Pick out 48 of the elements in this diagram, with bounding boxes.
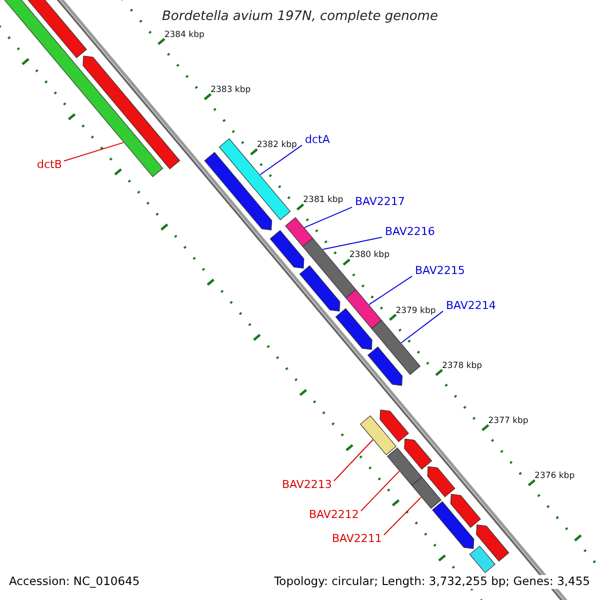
leader-line xyxy=(360,470,400,512)
gene-bar xyxy=(270,230,304,269)
gene-label: BAV2214 xyxy=(446,299,496,312)
gene-bar xyxy=(386,448,422,486)
gene-bar xyxy=(380,410,409,442)
gene-label: BAV2215 xyxy=(415,264,465,278)
gene-bar xyxy=(285,217,314,248)
leader-line xyxy=(260,144,302,176)
diagram-title: Bordetella avium 197N, complete genome xyxy=(161,9,439,25)
gene-bar xyxy=(404,438,432,470)
gene-label: BAV2211 xyxy=(332,532,382,546)
leader-line xyxy=(383,496,422,536)
leader-line xyxy=(322,236,382,250)
scale-tick-label: 2382 kbp xyxy=(256,140,297,150)
gene-bar xyxy=(360,415,396,456)
gene-bar xyxy=(367,346,403,386)
gene-bar xyxy=(345,289,382,329)
gene-label: BAV2217 xyxy=(355,195,405,208)
scale-tick-label: 2378 kbp xyxy=(442,360,482,371)
scale-tick-label: 2379 kbp xyxy=(396,306,436,316)
gene-bar xyxy=(411,476,442,509)
gene-bar xyxy=(371,320,421,375)
gene-bar xyxy=(82,56,180,170)
gene-bar xyxy=(427,466,456,498)
gene-bar xyxy=(299,265,340,312)
leader-line xyxy=(368,276,412,306)
scale-tick-label: 2376 kbp xyxy=(534,470,575,482)
scale-tick-label: 2383 kbp xyxy=(210,84,251,96)
gene-bar xyxy=(335,308,372,350)
accession-text: Accession: NC_010645 xyxy=(9,575,140,589)
scale-tick-label: 2380 kbp xyxy=(349,250,390,261)
gene-bar xyxy=(432,501,474,549)
leader-line xyxy=(304,206,352,228)
leader-line xyxy=(63,142,124,162)
scale-tick-label: 2381 kbp xyxy=(303,195,344,206)
gene-label: BAV2213 xyxy=(282,478,332,492)
gene-bar xyxy=(204,152,272,230)
genome-summary-text: Topology: circular; Length: 3,732,255 bp; Genes: 3,455 xyxy=(274,575,590,589)
gene-label: BAV2216 xyxy=(385,225,435,238)
leader-line xyxy=(333,439,374,482)
gene-label: dctB xyxy=(37,158,62,172)
scale-tick-label: 2384 kbp xyxy=(164,30,204,40)
scale-tick-label: 2377 kbp xyxy=(488,416,528,426)
gene-bar xyxy=(469,546,496,574)
gene-bar xyxy=(450,494,481,528)
gene-label: dctA xyxy=(305,133,330,146)
gene-label: BAV2212 xyxy=(309,508,359,522)
gene-bar xyxy=(476,524,510,562)
